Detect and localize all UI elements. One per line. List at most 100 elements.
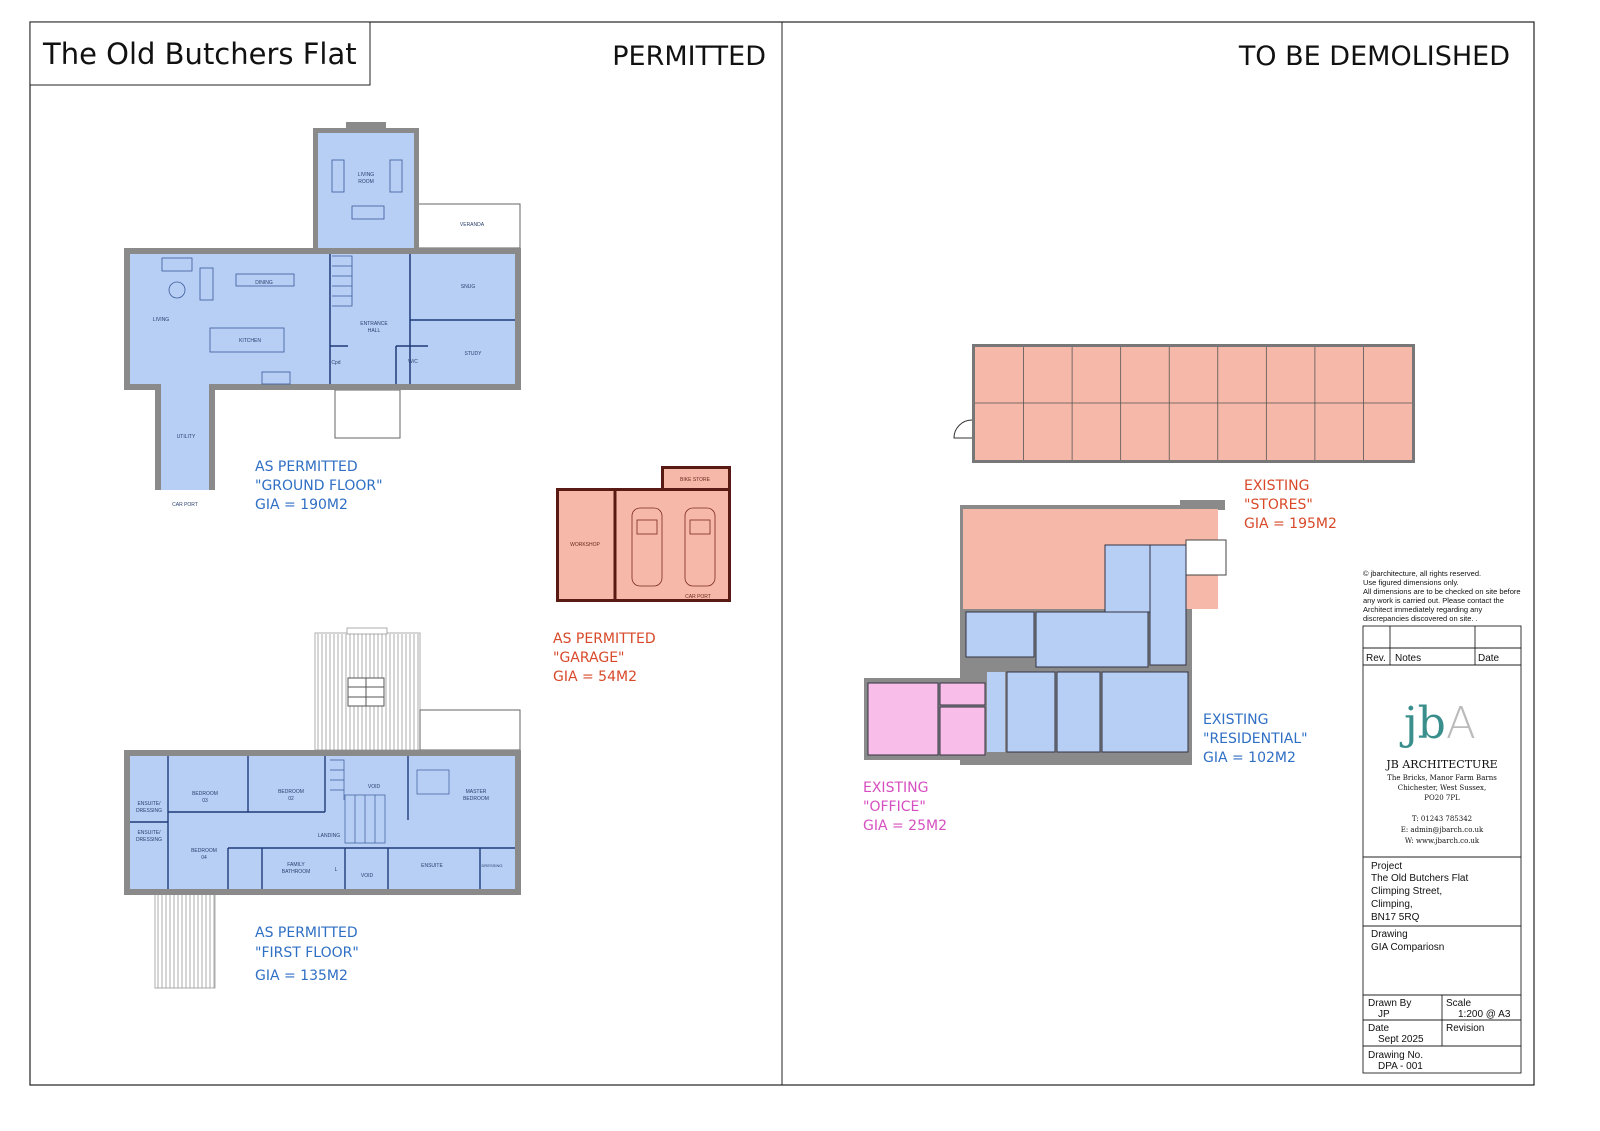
svg-text:Drawn By: Drawn By	[1368, 998, 1411, 1009]
first-floor-plan: ENSUITE/ DRESSING ENSUITE/ DRESSING BEDR…	[124, 627, 521, 989]
drawing-meta: Drawn By JP Scale 1:200 @ A3 Date Sept 2…	[1368, 998, 1511, 1072]
svg-text:"OFFICE": "OFFICE"	[863, 799, 926, 815]
svg-text:DRESSING: DRESSING	[136, 837, 162, 843]
svg-text:Climping,: Climping,	[1371, 899, 1413, 910]
svg-text:02: 02	[288, 796, 294, 802]
room-label-study: STUDY	[465, 351, 483, 357]
svg-text:BN17 5RQ: BN17 5RQ	[1371, 912, 1420, 923]
sheet-title: The Old Butchers Flat	[42, 37, 357, 71]
project-info: Project The Old Butchers Flat Climping S…	[1371, 861, 1468, 923]
svg-text:The Old Butchers Flat: The Old Butchers Flat	[1371, 873, 1468, 884]
room-label-ensuite-dressing: ENSUITE/	[137, 801, 161, 807]
firm-email: E: admin@jbarch.co.uk	[1401, 826, 1484, 834]
firm-phone: T: 01243 785342	[1412, 815, 1472, 823]
svg-text:PO20 7PL: PO20 7PL	[1424, 794, 1460, 802]
svg-text:JP: JP	[1378, 1009, 1390, 1020]
room-label-cpd: Cpd	[331, 360, 340, 366]
svg-text:GIA = 25M2: GIA = 25M2	[863, 818, 947, 834]
veranda	[417, 203, 521, 249]
ground-floor-gia-label: AS PERMITTED "GROUND FLOOR" GIA = 190M2	[255, 459, 383, 513]
stores-gia-label: EXISTING "STORES" GIA = 195M2	[1244, 478, 1337, 532]
svg-text:EXISTING: EXISTING	[863, 780, 928, 796]
svg-text:DRESSING: DRESSING	[136, 808, 162, 814]
date-column-header: Date	[1478, 653, 1500, 664]
room-label-l: L	[335, 867, 338, 873]
room-label-landing: LANDING	[318, 833, 340, 839]
svg-text:"RESIDENTIAL": "RESIDENTIAL"	[1203, 731, 1308, 747]
permitted-heading: PERMITTED	[612, 41, 766, 72]
room-label-ensuite: ENSUITE	[421, 863, 443, 869]
room-label-car-port: CAR PORT	[172, 502, 198, 508]
room-label-entrance-hall-2: HALL	[368, 328, 381, 334]
room-label-veranda: VERANDA	[460, 222, 485, 228]
room-label-wc: W/C	[408, 359, 418, 365]
svg-text:AS PERMITTED: AS PERMITTED	[255, 459, 358, 475]
svg-text:© jbarchitecture, all rights r: © jbarchitecture, all rights reserved.	[1363, 569, 1481, 578]
demolished-heading: TO BE DEMOLISHED	[1238, 41, 1510, 72]
svg-text:GIA = 102M2: GIA = 102M2	[1203, 750, 1296, 766]
svg-text:Drawing No.: Drawing No.	[1368, 1050, 1423, 1061]
room-label-dining: DINING	[255, 280, 273, 286]
svg-text:All dimensions are to be check: All dimensions are to be checked on site…	[1363, 587, 1521, 596]
svg-text:Chichester, West Sussex,: Chichester, West Sussex,	[1398, 784, 1486, 792]
room-label-snug: SNUG	[461, 284, 476, 290]
title-box	[29, 21, 371, 86]
svg-text:discrepancies discovered on si: discrepancies discovered on site. .	[1363, 614, 1478, 623]
svg-text:GIA = 195M2: GIA = 195M2	[1244, 516, 1337, 532]
svg-text:GIA = 54M2: GIA = 54M2	[553, 669, 637, 685]
room-label-family-bathroom: FAMILY	[287, 862, 305, 868]
svg-text:Project: Project	[1371, 861, 1402, 872]
room-label-ensuite-dressing-2: ENSUITE/	[137, 830, 161, 836]
existing-building-plan	[864, 500, 1227, 765]
svg-text:GIA = 190M2: GIA = 190M2	[255, 497, 348, 513]
room-label-void: VOID	[368, 784, 381, 790]
svg-text:AS PERMITTED: AS PERMITTED	[255, 925, 358, 941]
garage-plan: WORKSHOP BIKE STORE CAR PORT	[556, 466, 731, 602]
firm-name: JB ARCHITECTURE	[1385, 758, 1497, 771]
svg-text:Scale: Scale	[1446, 998, 1471, 1009]
svg-text:DPA - 001: DPA - 001	[1378, 1061, 1423, 1072]
svg-text:EXISTING: EXISTING	[1203, 712, 1268, 728]
garage-gia-label: AS PERMITTED "GARAGE" GIA = 54M2	[553, 631, 656, 685]
svg-text:AS PERMITTED: AS PERMITTED	[553, 631, 656, 647]
svg-text:GIA Compariosn: GIA Compariosn	[1371, 942, 1444, 953]
svg-text:"FIRST FLOOR": "FIRST FLOOR"	[255, 945, 359, 961]
room-label-utility: UTILITY	[177, 434, 196, 440]
drawing-info: Drawing GIA Compariosn	[1371, 929, 1444, 953]
porch	[334, 389, 401, 439]
title-block-notes: © jbarchitecture, all rights reserved. U…	[1363, 569, 1521, 623]
title-block	[1362, 625, 1522, 1074]
room-label-living-room: LIVING	[358, 172, 375, 178]
room-label-dressing: DRESSING	[482, 863, 503, 868]
svg-text:"GARAGE": "GARAGE"	[553, 650, 625, 666]
svg-text:any work is carried out. Pleas: any work is carried out. Please contact …	[1363, 596, 1504, 605]
existing-stores-plan	[953, 344, 1415, 463]
jba-logo: jbA	[1399, 698, 1476, 749]
svg-text:EXISTING: EXISTING	[1244, 478, 1309, 494]
svg-text:1:200 @ A3: 1:200 @ A3	[1458, 1009, 1511, 1020]
notes-column-header: Notes	[1395, 653, 1421, 664]
room-label-entrance-hall: ENTRANCE	[360, 321, 388, 327]
svg-text:BATHROOM: BATHROOM	[282, 869, 311, 875]
svg-text:03: 03	[202, 798, 208, 804]
residential-gia-label: EXISTING "RESIDENTIAL" GIA = 102M2	[1203, 712, 1308, 766]
room-label-living-room-2: ROOM	[358, 179, 374, 185]
room-label-bike-store: BIKE STORE	[680, 477, 711, 483]
svg-text:Architect immediately regardin: Architect immediately regarding any	[1363, 605, 1482, 614]
svg-text:Sept 2025: Sept 2025	[1378, 1034, 1424, 1045]
room-label-master-bedroom: MASTER	[466, 789, 487, 795]
room-label-void-2: VOID	[361, 873, 374, 879]
svg-text:04: 04	[201, 855, 207, 861]
svg-text:Climping Street,: Climping Street,	[1371, 886, 1442, 897]
room-label-bedroom-03: BEDROOM	[192, 791, 218, 797]
svg-text:Revision: Revision	[1446, 1023, 1484, 1034]
svg-text:GIA = 135M2: GIA = 135M2	[255, 968, 348, 984]
room-label-bedroom-02: BEDROOM	[278, 789, 304, 795]
firm-address: The Bricks, Manor Farm Barns	[1387, 774, 1497, 782]
first-floor-gia-label: AS PERMITTED "FIRST FLOOR" GIA = 135M2	[255, 925, 359, 984]
svg-text:Drawing: Drawing	[1371, 929, 1408, 940]
roof-deck-stripes	[154, 627, 421, 989]
room-label-garage-car-port: CAR PORT	[685, 594, 711, 600]
firm-website: W: www.jbarch.co.uk	[1405, 837, 1480, 845]
